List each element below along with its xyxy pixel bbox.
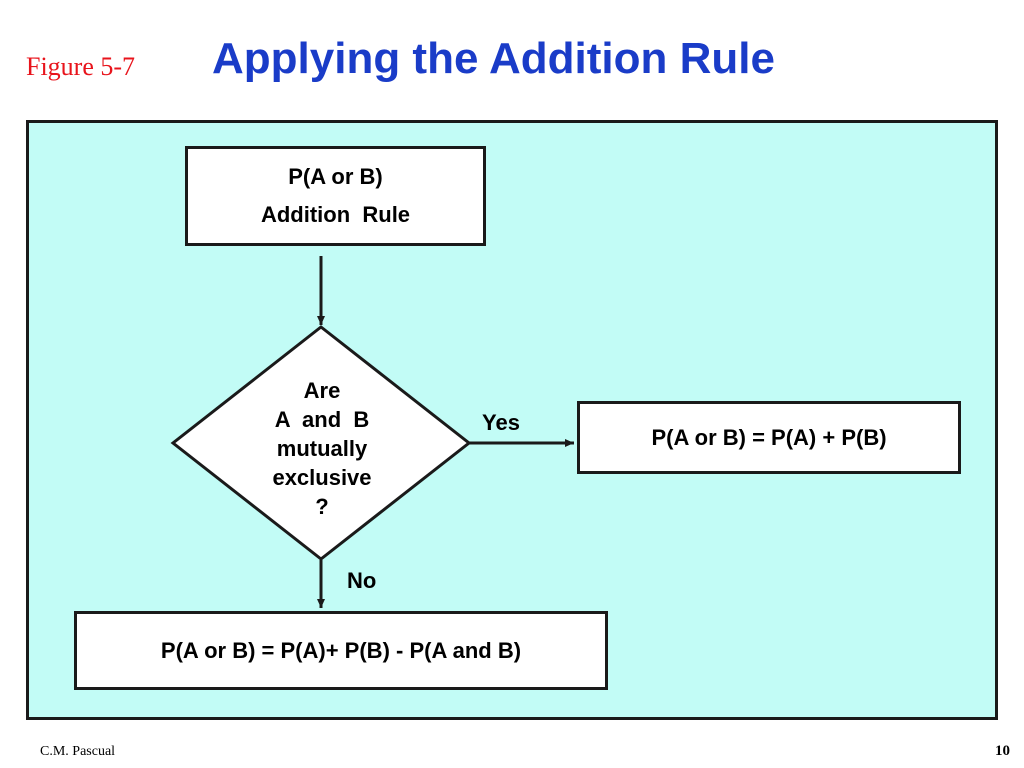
decision-line-2: A and B [274, 407, 370, 432]
page-number: 10 [995, 743, 1010, 759]
yes-result-formula: P(A or B) = P(A) + P(B) [651, 424, 887, 450]
start-box: P(A or B) Addition Rule [185, 146, 486, 246]
decision-line-5: ? [315, 494, 329, 519]
figure-label: Figure 5-7 [26, 52, 136, 81]
decision-text: Are A and B mutually exclusive ? [222, 376, 422, 521]
decision-line-1: Are [303, 378, 341, 403]
decision-diamond [170, 325, 472, 561]
no-label: No [347, 568, 377, 593]
decision-line-3: mutually [276, 436, 368, 461]
start-box-line-2: Addition Rule [260, 202, 411, 227]
footer-author: C.M. Pascual [40, 744, 116, 759]
yes-label: Yes [482, 410, 520, 435]
no-result-box: P(A or B) = P(A)+ P(B) - P(A and B) [74, 611, 608, 690]
decision-line-4: exclusive [272, 465, 372, 490]
start-box-line-1: P(A or B) [288, 164, 383, 189]
page-title: Applying the Addition Rule [212, 34, 775, 83]
yes-result-box: P(A or B) = P(A) + P(B) [577, 401, 961, 474]
no-result-formula: P(A or B) = P(A)+ P(B) - P(A and B) [160, 637, 522, 663]
